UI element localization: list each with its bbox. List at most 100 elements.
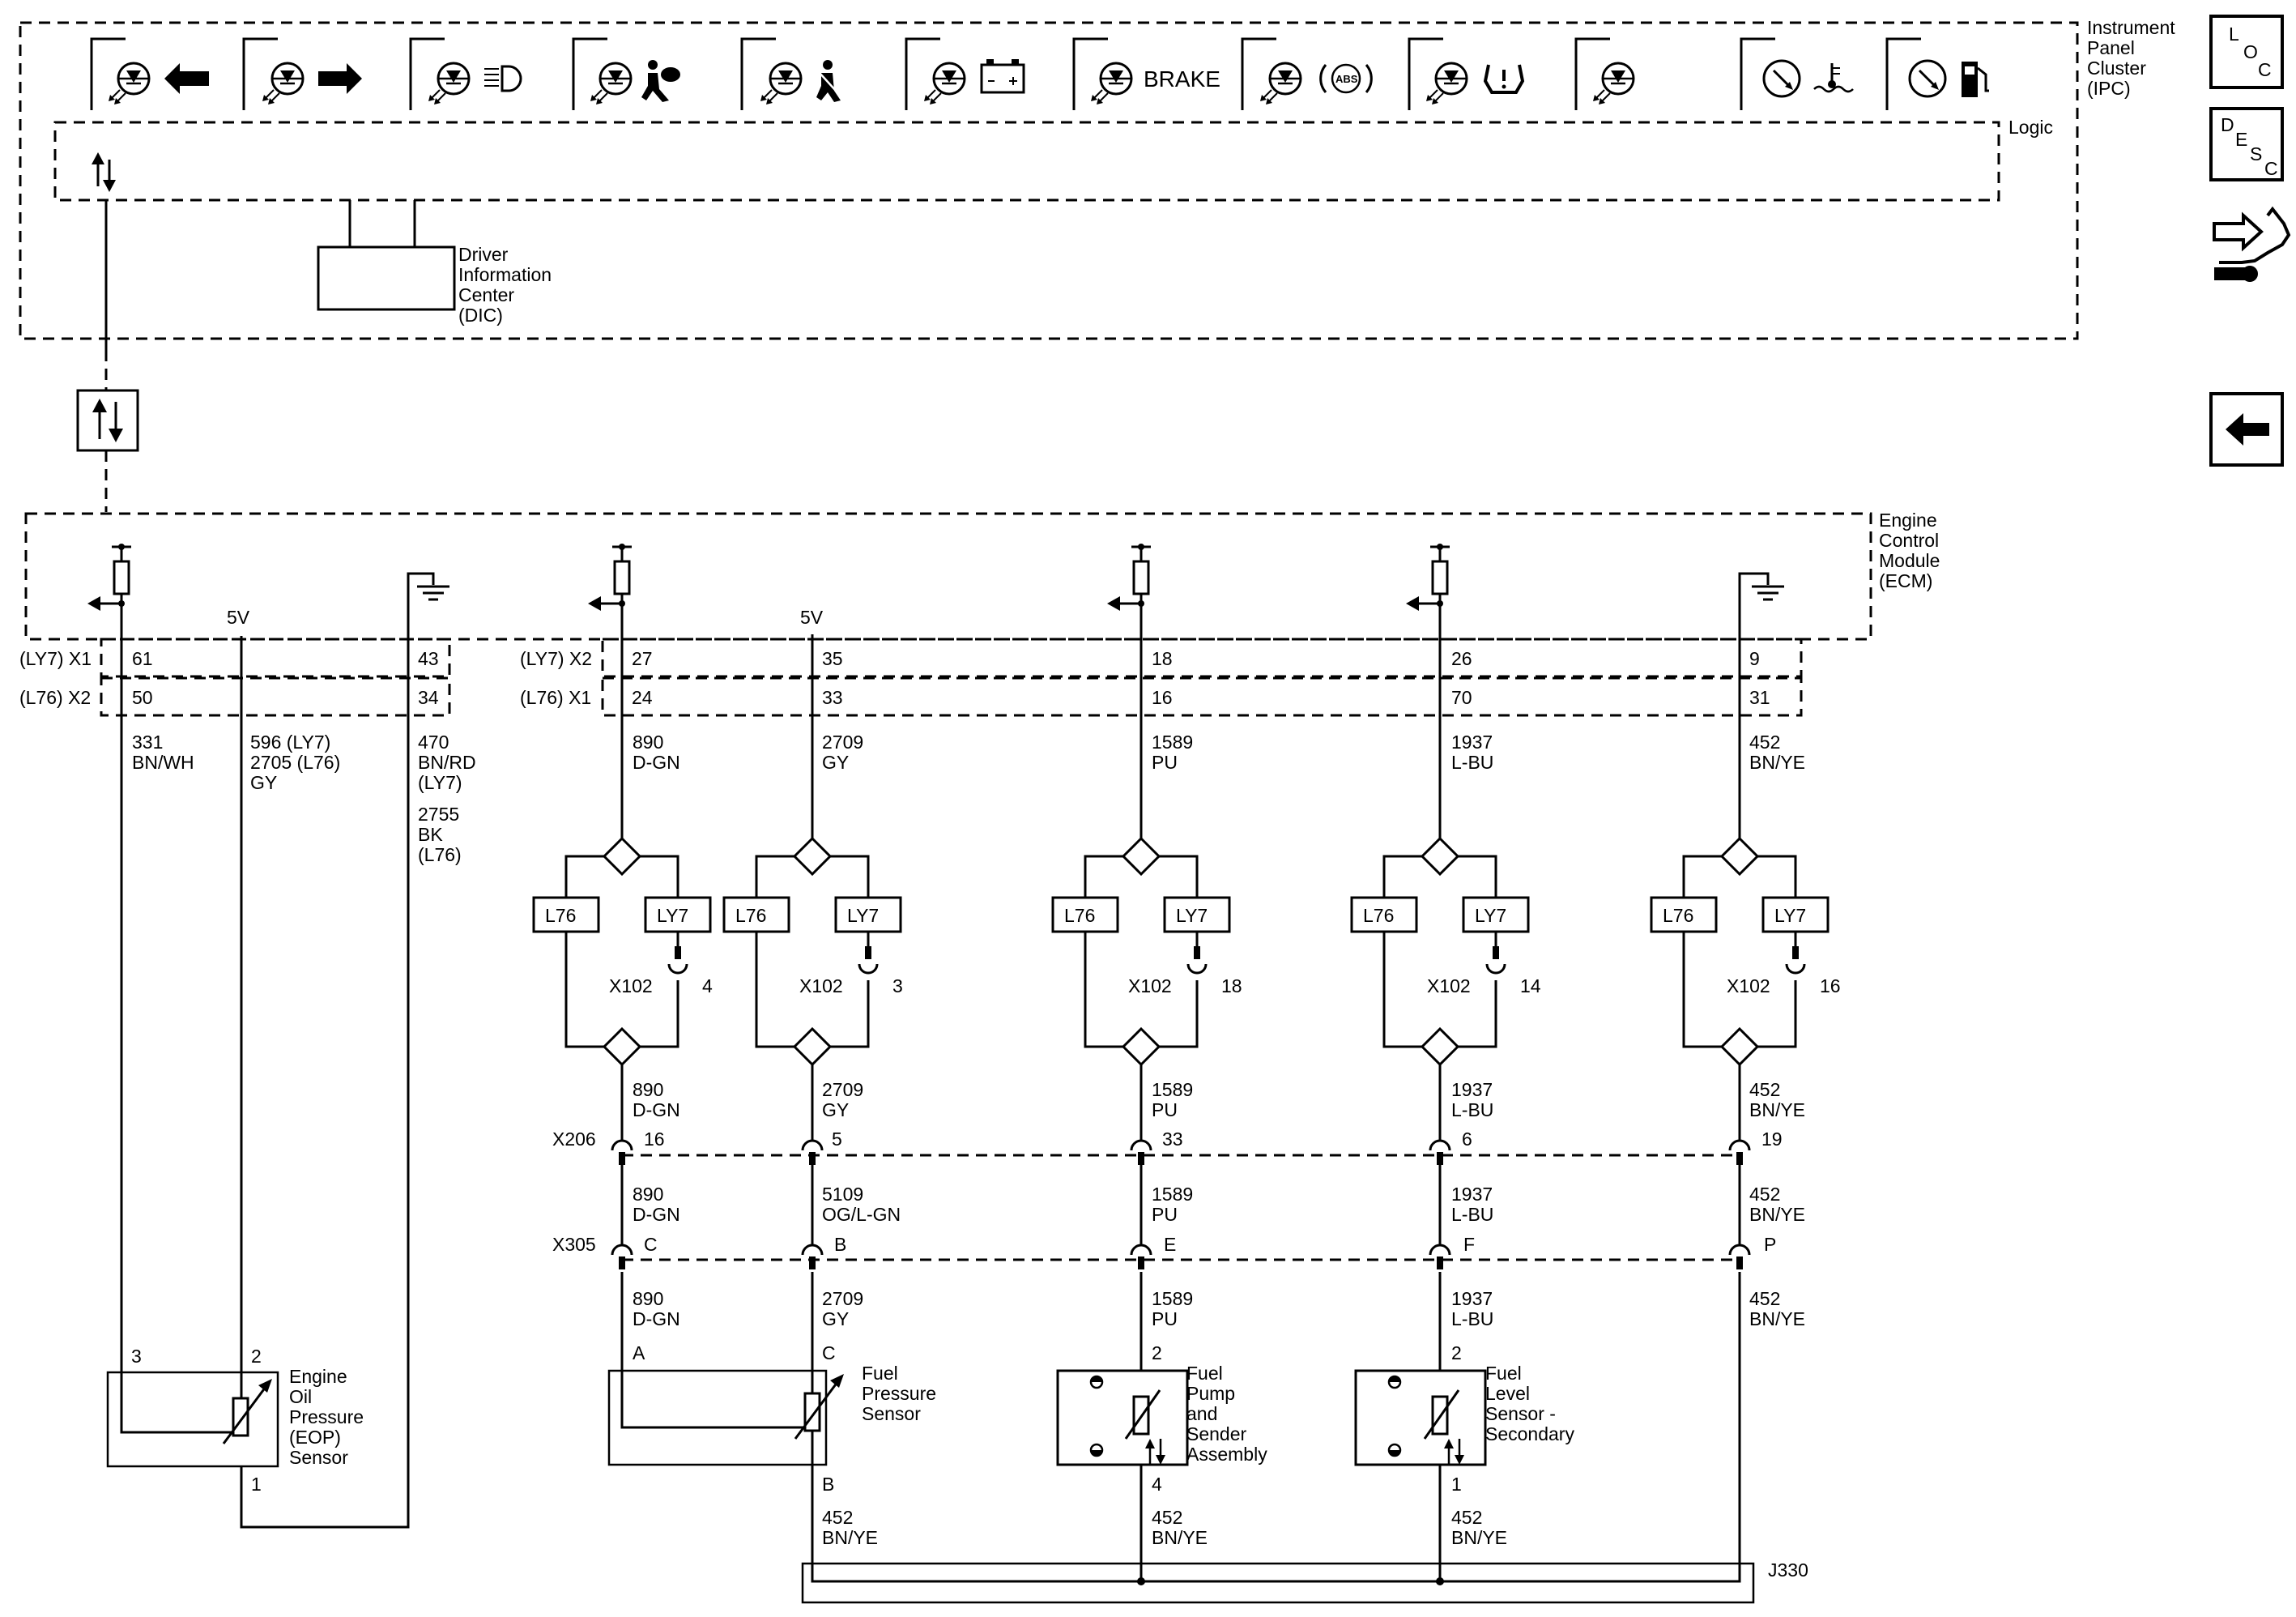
wire-1589-color-4: PU	[1152, 1308, 1178, 1329]
ipc-title-line-3: Cluster	[2087, 58, 2146, 79]
gnd-452-pump-num: 452	[1152, 1507, 1182, 1528]
splice-diamond	[793, 1027, 832, 1066]
gnd-452-fps-num: 452	[822, 1507, 853, 1528]
pin-43: 43	[418, 648, 439, 669]
conn-left-row2-label: (L76) X2	[19, 687, 91, 708]
abs-icon: ABS	[1319, 63, 1373, 94]
indicator-turn-right	[242, 37, 362, 112]
option-ly7-label: LY7	[847, 905, 879, 926]
eop-label-4: (EOP)	[289, 1427, 341, 1448]
pin-9: 9	[1749, 648, 1760, 669]
option-ly7-label: LY7	[1774, 905, 1806, 926]
wire-890-color-1: D-GN	[633, 752, 680, 773]
dic-line-4: (DIC)	[458, 305, 503, 326]
pump-pin-4: 4	[1152, 1474, 1162, 1495]
option-l76-label: L76	[545, 905, 576, 926]
description-button[interactable]: D E S C	[2209, 107, 2284, 181]
level-pin-1: 1	[1451, 1474, 1462, 1495]
splice-j330: J330	[801, 1559, 1808, 1604]
pin-70: 70	[1451, 687, 1472, 708]
wire-2709-num-2: 2709	[822, 1079, 863, 1100]
wire-1589-color-3: PU	[1152, 1204, 1178, 1225]
ecm-title-line-1: Engine	[1879, 510, 1937, 531]
level-label-4: Secondary	[1485, 1423, 1574, 1444]
option-l76-label: L76	[1663, 905, 1693, 926]
desc-letter-e: E	[2235, 129, 2247, 150]
ecm-module: Engine Control Module (ECM) (LY7) X1 (L7…	[19, 510, 1940, 723]
indicator-battery	[905, 37, 1025, 112]
level-pin-2: 2	[1451, 1342, 1462, 1363]
wire-470-line-6: (L76)	[418, 844, 462, 865]
wire-2709-num-4: 2709	[822, 1288, 863, 1309]
x305-cavity	[1429, 1244, 1451, 1271]
logic-data-arrows-icon	[92, 152, 116, 192]
back-arrow-icon	[2226, 413, 2269, 446]
wire-1937-color-2: L-BU	[1451, 1099, 1493, 1120]
circuit-890: 890 D-GN	[620, 604, 680, 840]
option-ly7-label: LY7	[657, 905, 688, 926]
x305-label: X305	[552, 1234, 596, 1255]
eop-label-2: Oil	[289, 1386, 312, 1407]
x206-cavity	[611, 1139, 633, 1167]
pump-label-3: and	[1186, 1403, 1217, 1424]
desc-letter-d: D	[2221, 114, 2234, 135]
x305-pin-f: F	[1463, 1234, 1475, 1255]
splice-diamond	[1122, 837, 1161, 876]
dic-line-2: Information	[458, 264, 552, 285]
indicator-brake: BRAKE	[1072, 37, 1220, 112]
x206-pin-5: 5	[832, 1128, 842, 1150]
x102-pin: 16	[1820, 975, 1841, 996]
pump-label-1: Fuel	[1186, 1363, 1223, 1384]
splice-diamond	[1122, 1027, 1161, 1066]
x206-cavity	[1429, 1139, 1451, 1167]
indicator-high-beam	[409, 37, 522, 112]
ecm-connector-left-row1	[100, 638, 451, 678]
fps-label-3: Sensor	[862, 1403, 921, 1424]
pin-33: 33	[822, 687, 843, 708]
wire-331-color: BN/WH	[132, 752, 194, 773]
x305-cavity	[1130, 1244, 1152, 1271]
wire-452-color-1: BN/YE	[1749, 752, 1805, 773]
location-button[interactable]: L O C	[2209, 15, 2284, 89]
connector-repair-button[interactable]	[2213, 206, 2291, 283]
indicator-blank	[1574, 37, 1635, 112]
conn-left-row1-label: (LY7) X1	[19, 648, 92, 669]
fuel-pump-icon	[1962, 62, 1989, 97]
splice-diamond	[603, 837, 641, 876]
ecm-connector-right-row2	[601, 676, 1803, 717]
splice-diamond	[1720, 1027, 1759, 1066]
ecm-pullup-1589	[1105, 542, 1152, 612]
back-button[interactable]	[2209, 392, 2284, 467]
wire-452-num-1: 452	[1749, 732, 1780, 753]
x102-label: X102	[609, 975, 653, 996]
ecm-dashed-border	[24, 512, 1872, 641]
dic-line-1: Driver	[458, 244, 509, 265]
x305-pin-p: P	[1764, 1234, 1776, 1255]
wire-1937-num-2: 1937	[1451, 1079, 1493, 1100]
gnd-452-level-color: BN/YE	[1451, 1527, 1507, 1548]
splice-diamond	[1720, 837, 1759, 876]
option-box-ly7	[1761, 896, 1830, 933]
pump-label-5: Assembly	[1186, 1444, 1267, 1465]
pin-24: 24	[632, 687, 653, 708]
fuel-level-sensor-secondary: 2 1 Fuel Level Sensor - Secondary	[1354, 1342, 1574, 1495]
fps-pin-b: B	[822, 1474, 834, 1495]
x102-label: X102	[1427, 975, 1471, 996]
x305-pin-e: E	[1164, 1234, 1176, 1255]
abs-label: ABS	[1335, 73, 1358, 85]
connector-repair-icon	[2213, 206, 2291, 283]
ecm-pullup-890	[586, 542, 633, 612]
eop-sensor-box	[106, 1371, 279, 1468]
wire-1589-num-3: 1589	[1152, 1184, 1193, 1205]
fps-label-1: Fuel	[862, 1363, 898, 1384]
wire-452-num-2: 452	[1749, 1079, 1780, 1100]
serial-data-link	[76, 200, 139, 512]
x206-pin-6: 6	[1462, 1128, 1472, 1150]
wire-470-line-1: 470	[418, 732, 449, 753]
fuel-pump-sender-box	[1056, 1369, 1189, 1466]
dic-component: Driver Information Center (DIC)	[317, 200, 552, 326]
